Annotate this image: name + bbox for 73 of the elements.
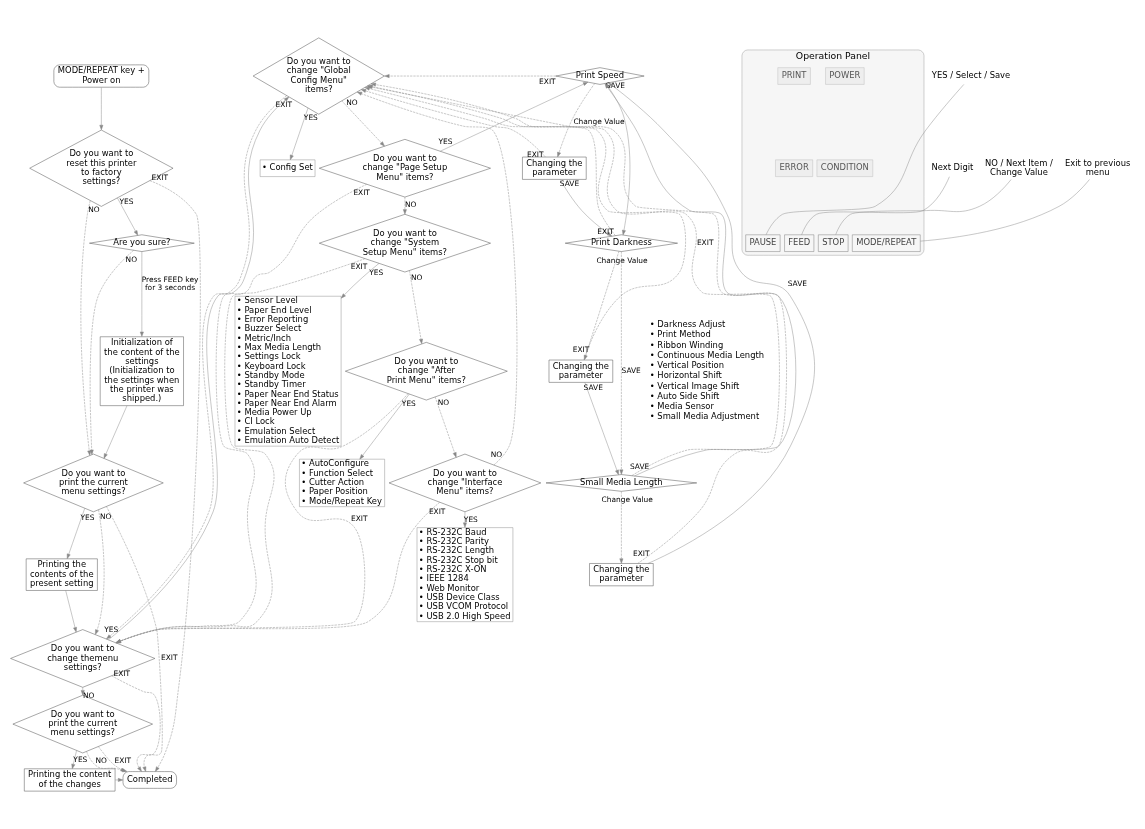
- arrow: [66, 508, 85, 559]
- node-box: POWER: [825, 67, 865, 85]
- arrow: [149, 180, 201, 772]
- arrow: [114, 778, 124, 782]
- node-box: • RS-232C Baud • RS-232C Parity • RS-232C Length • RS-232C Stop bit • RS-232C X-ON • IEEE 1284 • Web Monitor • USB Device Class • USB VCOM Protocol • USB 2.0 High Speed: [416, 527, 514, 622]
- arrow: [290, 107, 309, 161]
- arrow: [463, 511, 467, 528]
- node-text: Exit to previous menu: [1064, 157, 1131, 177]
- node-box: Changing the parameter: [589, 563, 654, 587]
- label: • Vertical Position: [649, 360, 725, 371]
- arrow: [359, 393, 410, 460]
- label: • Print Method: [649, 329, 711, 340]
- arrow: [440, 81, 589, 152]
- arrow: [71, 750, 77, 770]
- node-box: PRINT: [777, 67, 811, 85]
- node-diamond: Are you sure?: [89, 234, 195, 252]
- label: • Small Media Adjustment: [649, 411, 760, 422]
- label: • Media Sensor: [649, 401, 714, 412]
- node-box: MODE/REPEAT: [852, 234, 921, 252]
- node-box: Initialization of the content of the settings (Initialization to the settings when the printer was shipped.): [99, 336, 184, 406]
- arrow: [80, 687, 85, 696]
- arrow: [584, 382, 619, 476]
- arrow: [557, 83, 595, 158]
- label: • Auto Side Shift: [649, 390, 720, 401]
- arrow: [403, 196, 407, 215]
- node-box: STOP: [818, 234, 849, 252]
- arrow: [340, 263, 380, 299]
- arrow: [95, 509, 105, 635]
- node-diamond: Small Media Length: [545, 474, 697, 492]
- label: • Continuous Media Length: [649, 349, 765, 360]
- node-box: MODE/REPEAT key + Power on: [53, 64, 150, 88]
- arrow: [434, 396, 457, 458]
- arrow: [605, 83, 631, 236]
- arrow: [89, 250, 134, 455]
- node-box: Printing the content of the changes: [24, 768, 116, 792]
- arrow: [65, 590, 77, 633]
- arrow: [341, 100, 385, 147]
- arrow: [619, 251, 624, 475]
- node-text: NO / Next Item / Change Value: [985, 157, 1053, 177]
- arrow: [604, 83, 797, 477]
- node-box: FEED: [784, 234, 815, 252]
- node-box: Changing the parameter: [522, 156, 587, 180]
- arrow: [619, 491, 624, 564]
- node-text: YES / Select / Save: [931, 70, 1011, 81]
- connector: [920, 179, 1090, 242]
- label: • Ribbon Winding: [649, 339, 724, 350]
- node-box: • AutoConfigure • Function Select • Cutter Action • Paper Position • Mode/Repeat Key: [299, 458, 385, 507]
- node-box: • Config Set: [259, 159, 316, 177]
- node-diamond: Print Darkness: [564, 234, 678, 252]
- connector: [801, 176, 950, 235]
- arrow: [117, 197, 139, 236]
- arrow: [356, 91, 518, 466]
- arrow: [80, 200, 92, 456]
- connector: [835, 179, 1012, 235]
- connector: [765, 84, 965, 235]
- arrow: [99, 87, 104, 131]
- arrow: [360, 89, 546, 158]
- node-box: ERROR: [775, 159, 813, 177]
- node-box: CONDITION: [816, 159, 874, 177]
- label: • Horizontal Shift: [649, 370, 722, 381]
- label: • Vertical Image Shift: [649, 380, 740, 391]
- arrow: [140, 251, 144, 337]
- node-box: Changing the parameter: [548, 359, 613, 383]
- node-box: PAUSE: [745, 234, 781, 252]
- arrow: [103, 405, 128, 459]
- node-box: Completed: [122, 771, 177, 789]
- node-box: • Sensor Level • Paper End Level • Error Reporting • Buzzer Select • Metric/Inch • Max Media Length • Settings Lock • Keyboard Lock • Standby Mode • Standby Timer • Paper Near End Status • Paper Near End Alarm • Media Power Up • CI Lock • Emulation Select • Emulation Auto Detect: [234, 296, 342, 447]
- label: • Darkness Adjust: [649, 319, 726, 330]
- arrow: [409, 270, 423, 345]
- node-box: Printing the contents of the present setting: [25, 558, 98, 591]
- arrow: [583, 250, 620, 361]
- node-text: Next Digit: [931, 162, 974, 173]
- arrow: [370, 82, 780, 476]
